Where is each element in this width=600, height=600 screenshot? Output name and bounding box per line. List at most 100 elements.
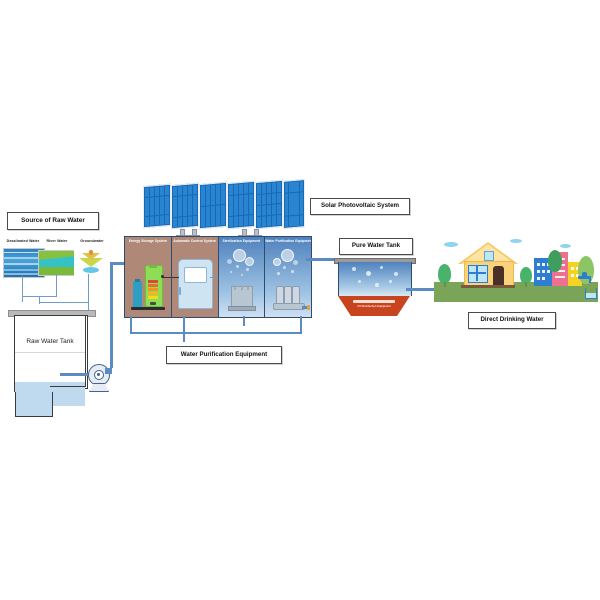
equipment-panel-water-purification-equipment: Water Purification Equipment xyxy=(265,237,311,317)
equipment-panel-label: Energy Storage System xyxy=(128,239,167,243)
raw-water-tank-label-text: Raw Water Tank xyxy=(26,338,74,345)
battery-level-bar xyxy=(148,280,158,283)
ocean-wave xyxy=(4,257,44,259)
solar-cell xyxy=(154,206,160,216)
callout-pure-water-tank-label: Pure Water Tank xyxy=(351,242,401,250)
source-pipe-riser xyxy=(39,296,41,304)
solar-cell xyxy=(187,216,193,227)
solar-panel-group xyxy=(283,179,305,229)
solar-cell xyxy=(192,205,198,216)
solar-cell xyxy=(220,204,226,216)
equipment-bottom-manifold xyxy=(130,332,302,335)
tree-icon xyxy=(520,267,532,284)
raw-water-tank-label: Raw Water Tank xyxy=(14,338,86,345)
pure-water-tank-bubble xyxy=(394,272,398,276)
solar-cell xyxy=(300,180,304,192)
solar-cell xyxy=(200,185,206,196)
cloud-icon xyxy=(510,239,522,243)
battery-level-bar xyxy=(148,284,158,287)
bubble xyxy=(281,249,295,262)
solar-cell xyxy=(288,204,292,216)
solar-cell xyxy=(215,194,221,205)
groundwater-spout xyxy=(89,250,93,255)
source-photo-groundwater xyxy=(74,248,108,276)
faucet-icon xyxy=(576,272,594,286)
building-window xyxy=(547,270,550,273)
solar-cell xyxy=(261,194,267,205)
building-window xyxy=(571,267,575,271)
solar-cell xyxy=(182,216,188,227)
water-purification-equipment-frame: Energy Storage System Automatic Control … xyxy=(124,236,312,318)
solar-cell xyxy=(266,182,272,194)
building-window xyxy=(576,274,580,278)
groundwater-pool xyxy=(83,267,99,273)
callout-solar-photovoltaic-system: Solar Photovoltaic System xyxy=(310,198,410,215)
solar-panel-group xyxy=(171,182,199,230)
equipment-panel-label: Automatic Control System xyxy=(173,239,216,243)
solar-cell xyxy=(276,203,282,215)
solar-cell xyxy=(276,214,282,226)
solar-cell xyxy=(164,195,170,205)
solar-cell xyxy=(228,195,234,206)
solar-cell xyxy=(192,215,198,226)
solar-cell xyxy=(238,205,244,216)
solar-cell xyxy=(172,196,178,207)
pure-water-tank-bubble xyxy=(375,283,379,287)
house-gable-window xyxy=(484,251,494,261)
energy-connector-line xyxy=(161,277,171,278)
raw-water-tank-sump xyxy=(15,392,53,417)
solar-cell xyxy=(292,181,296,193)
equipment-support-leg xyxy=(300,316,303,334)
pipe-feed-to-equipment xyxy=(110,262,132,265)
equipment-support-leg xyxy=(183,316,186,342)
solar-cell xyxy=(266,204,272,216)
building-window xyxy=(537,270,540,273)
solar-cell xyxy=(205,206,211,217)
ocean-wave xyxy=(4,269,44,271)
house-door xyxy=(493,266,504,286)
solar-cell xyxy=(300,203,304,215)
solar-cell xyxy=(172,217,178,228)
solar-cell xyxy=(300,214,304,226)
solar-photovoltaic-array xyxy=(137,179,305,232)
uv-disinfection-equipment-label: UV Disinfection Equipment xyxy=(338,305,410,308)
raw-water-tank-floor xyxy=(50,386,86,387)
solar-cell xyxy=(159,186,165,196)
solar-cell xyxy=(144,197,150,207)
tree-icon xyxy=(438,264,451,284)
bubble xyxy=(235,265,239,268)
building-window xyxy=(542,263,545,266)
bubble xyxy=(277,272,280,275)
solar-cell xyxy=(284,216,288,228)
cloud-icon xyxy=(560,244,571,248)
callout-direct-drinking-label: Direct Drinking Water xyxy=(480,316,544,324)
solar-cell xyxy=(149,196,155,207)
bubble xyxy=(232,249,246,262)
solar-cell xyxy=(256,194,262,206)
equipment-panel-automatic-control-system: Automatic Control System xyxy=(171,237,219,317)
pure-water-tank-bubble xyxy=(358,280,361,283)
bubble xyxy=(229,271,232,274)
source-label-text: Groundwater xyxy=(80,239,104,243)
solar-cell xyxy=(187,185,193,196)
battery-level-bar xyxy=(148,296,158,299)
bubble xyxy=(283,266,287,269)
raw-water-tank-level-line xyxy=(15,352,85,353)
equipment-support-leg xyxy=(130,316,133,334)
callout-purification-label: Water Purification Equipment xyxy=(180,350,268,358)
solar-cell xyxy=(296,181,300,193)
source-pipe-river xyxy=(56,274,58,296)
cloud-icon xyxy=(444,242,458,247)
solar-cell xyxy=(284,204,288,216)
pump-outlet xyxy=(105,368,112,374)
ocean-horizon xyxy=(4,252,44,253)
solar-cell xyxy=(292,192,296,204)
equipment-panel-energy-storage-system: Energy Storage System xyxy=(125,237,172,317)
house-step xyxy=(461,285,515,288)
solar-panel-group xyxy=(255,179,283,230)
building-window xyxy=(555,270,565,273)
tree-trunk xyxy=(525,282,527,287)
solar-cell xyxy=(149,206,155,217)
solar-cell xyxy=(261,182,267,194)
bubble xyxy=(244,257,254,266)
